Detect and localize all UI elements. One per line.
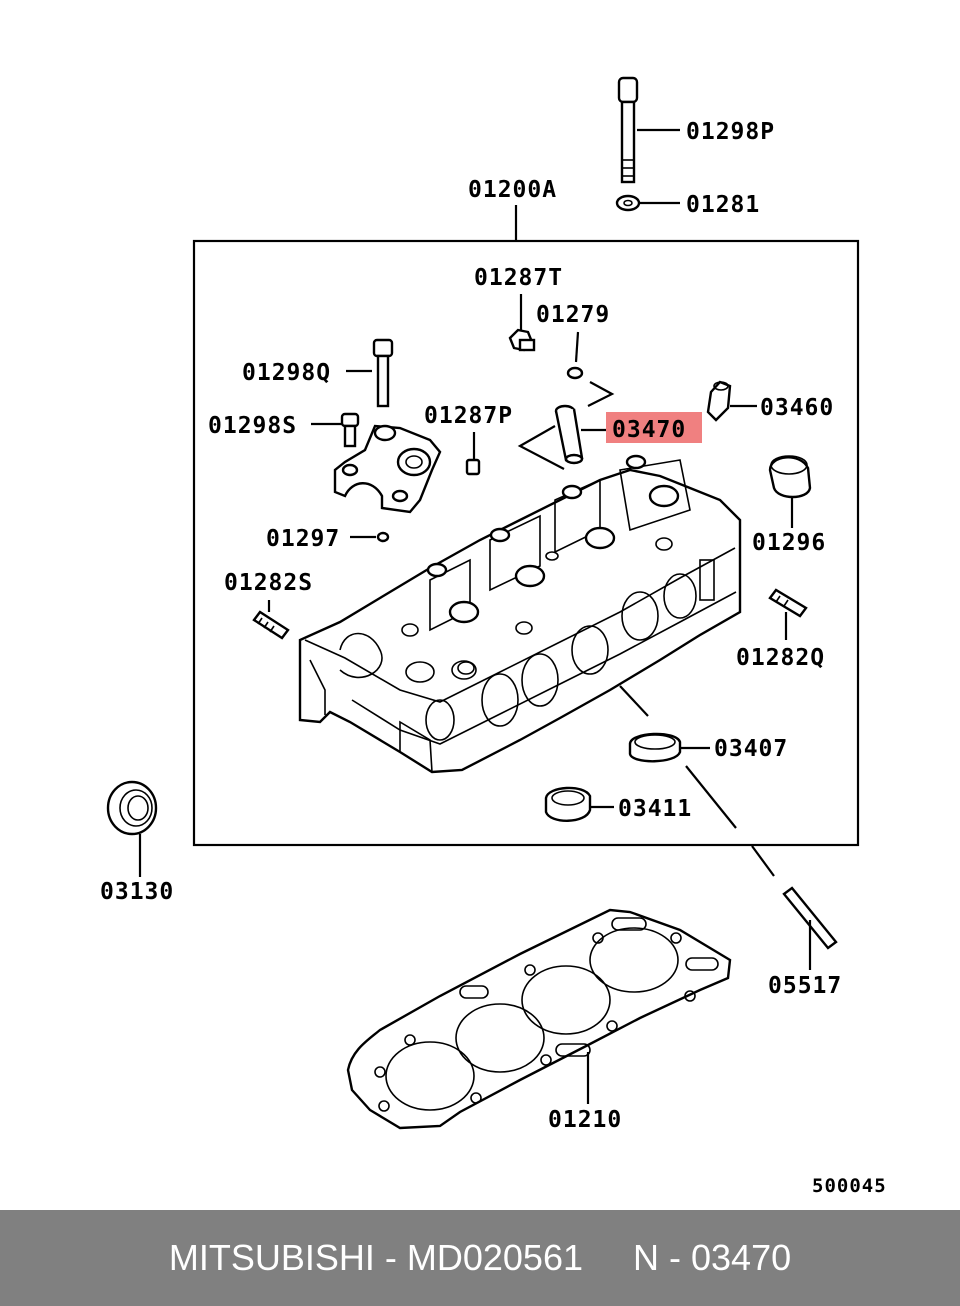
footer-part-number: MD020561 <box>406 1237 583 1278</box>
label-01287t: 01287T <box>474 265 563 291</box>
plug-01287p-icon <box>465 458 481 476</box>
seal-03411-icon <box>544 786 592 822</box>
oil-seal-03130-icon <box>106 780 158 836</box>
bolt-01298p-icon <box>617 76 639 184</box>
label-01281: 01281 <box>686 192 760 218</box>
label-01210: 01210 <box>548 1107 622 1133</box>
cap-01296-icon <box>768 455 812 499</box>
label-01282q: 01282Q <box>736 645 825 671</box>
label-01297: 01297 <box>266 526 340 552</box>
label-01298q: 01298Q <box>242 360 331 386</box>
footer-gap <box>583 1237 633 1279</box>
label-03130: 03130 <box>100 879 174 905</box>
bolt-01298s-icon <box>340 412 360 448</box>
label-05517: 05517 <box>768 973 842 999</box>
label-01296: 01296 <box>752 530 826 556</box>
label-01287p: 01287P <box>424 403 513 429</box>
label-01282s: 01282S <box>224 570 313 596</box>
label-03411: 03411 <box>618 796 692 822</box>
label-03460: 03460 <box>760 395 834 421</box>
label-01279: 01279 <box>536 302 610 328</box>
label-03470: 03470 <box>612 417 686 443</box>
label-01200a: 01200A <box>468 177 557 203</box>
label-03407: 03407 <box>714 736 788 762</box>
stud-01282s-icon <box>252 610 290 640</box>
oring-01279-icon <box>566 366 584 380</box>
camshaft-cap-icon <box>333 424 442 514</box>
assembly-frame <box>192 239 860 847</box>
footer-position: N - 03470 <box>633 1237 792 1278</box>
label-01298p: 01298P <box>686 119 775 145</box>
valve-seal-03460-icon <box>706 380 732 422</box>
plug-01287t-icon <box>508 328 536 352</box>
ring-03407-icon <box>628 732 682 763</box>
highlight-03470 <box>606 412 702 443</box>
footer-separator: - <box>374 1237 407 1278</box>
valve-guide-03470-icon <box>554 404 584 465</box>
diagram-code: 500045 <box>812 1175 887 1197</box>
cylinder-head-icon <box>298 454 742 774</box>
label-01298s: 01298S <box>208 413 297 439</box>
washer-01281-icon <box>615 194 641 212</box>
footer-brand: MITSUBISHI <box>168 1237 375 1278</box>
stud-01282q-icon <box>768 588 808 618</box>
parts-diagram: 01298P 01281 01200A 01287T 01279 01298Q … <box>100 76 887 1197</box>
dowel-01297-icon <box>376 531 390 543</box>
footer-bar: MITSUBISHI - MD020561 N - 03470 <box>0 1210 960 1306</box>
bolt-01298q-icon <box>372 338 394 408</box>
head-gasket-01210-icon <box>346 908 732 1130</box>
pin-05517-icon <box>782 886 838 950</box>
